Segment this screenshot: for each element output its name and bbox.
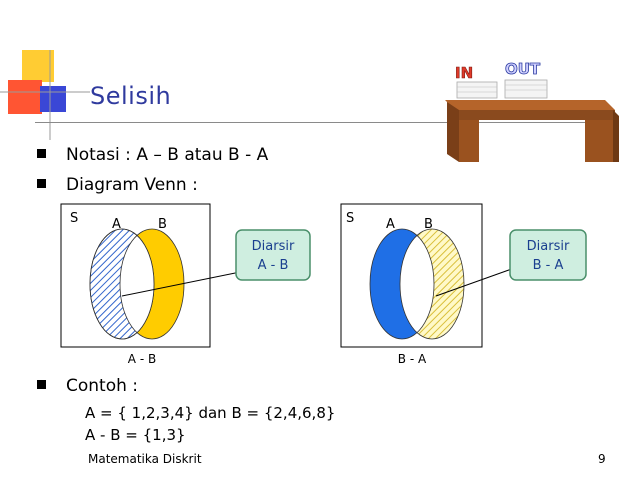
tray-in-label: IN	[455, 64, 473, 82]
footer-course-name: Matematika Diskrit	[88, 452, 202, 466]
callout-line2: B - A	[533, 258, 564, 273]
bullet-text: Contoh :	[66, 376, 139, 396]
callout-line1: Diarsir	[252, 239, 295, 254]
diagram-caption: A - B	[128, 352, 156, 366]
callout-line2: A - B	[258, 258, 289, 273]
bullet-venn: Diagram Venn :	[37, 175, 198, 195]
bullet-example: Contoh :	[37, 376, 138, 396]
universe-label: S	[70, 211, 78, 226]
set-b-label: B	[158, 217, 167, 232]
set-b-label: B	[424, 217, 433, 232]
bullet-marker	[37, 379, 46, 389]
set-a-label: A	[112, 217, 121, 232]
bullet-notation: Notasi : A – B atau B - A	[37, 145, 268, 165]
callout-pointer	[435, 265, 521, 297]
bullet-marker	[37, 178, 46, 188]
example-sets-line: A = { 1,2,3,4} dan B = {2,4,6,8}	[85, 404, 336, 422]
page-number: 9	[598, 452, 606, 466]
callout-line1: Diarsir	[527, 239, 570, 254]
bullet-text: Notasi : A – B atau B - A	[66, 145, 269, 165]
desk-inout-tray-icon: IN OUT	[445, 60, 619, 162]
corner-decoration	[0, 50, 90, 140]
title-divider	[35, 122, 610, 123]
diagram-caption: B - A	[398, 352, 427, 366]
callout-box	[235, 229, 311, 281]
universe-label: S	[346, 211, 354, 226]
bullet-marker	[37, 148, 46, 158]
bullet-text: Diagram Venn :	[66, 175, 198, 195]
slide-title: Selisih	[90, 82, 172, 110]
example-result-line: A - B = {1,3}	[85, 426, 186, 444]
callout-box	[509, 229, 587, 281]
set-a-label: A	[386, 217, 395, 232]
venn-diagram-a-minus-b: S A B Diarsir A - B A - B	[60, 203, 311, 366]
tray-out-label: OUT	[505, 60, 541, 78]
callout-pointer	[121, 269, 251, 297]
venn-diagram-b-minus-a: S A B Diarsir B - A B - A	[340, 203, 587, 366]
